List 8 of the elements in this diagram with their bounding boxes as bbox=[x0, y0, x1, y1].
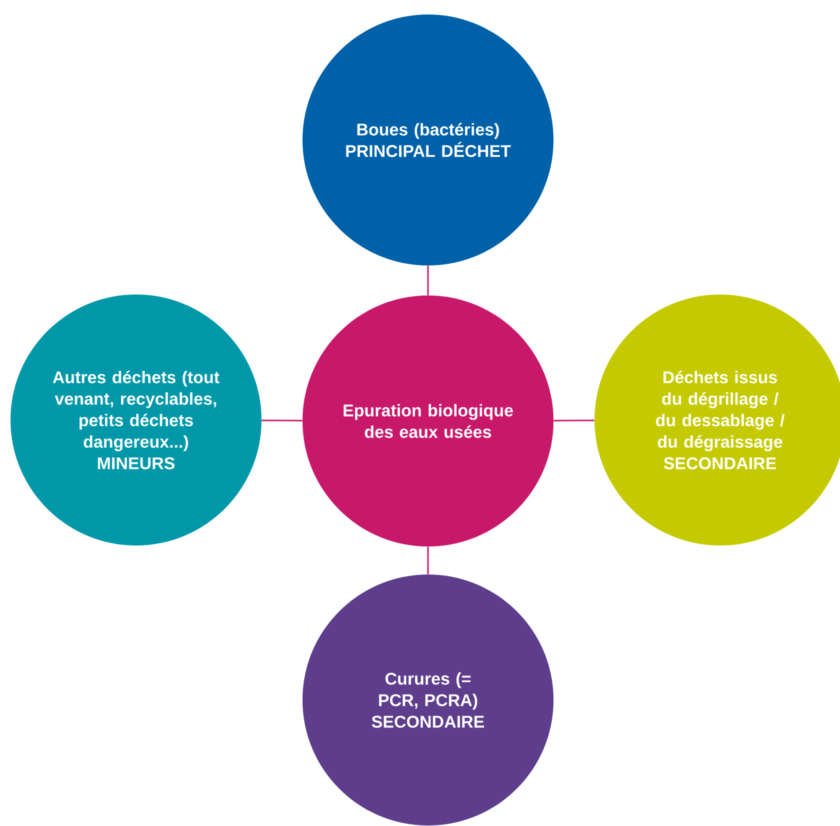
connector-line bbox=[554, 420, 594, 422]
circle-node: Autres déchets (tout venant, recyclables, petits déchets dangereux...) MINEURS bbox=[10, 294, 262, 546]
circle-node: Epuration biologique des eaux usées bbox=[302, 296, 554, 546]
circle-node: Boues (bactéries) PRINCIPAL DÉCHET bbox=[302, 14, 554, 266]
connector-line bbox=[262, 420, 302, 422]
connector-line bbox=[427, 546, 429, 574]
circle-node: Curures (= PCR, PCRA) SECONDAIRE bbox=[302, 574, 554, 826]
connector-line bbox=[427, 266, 429, 296]
